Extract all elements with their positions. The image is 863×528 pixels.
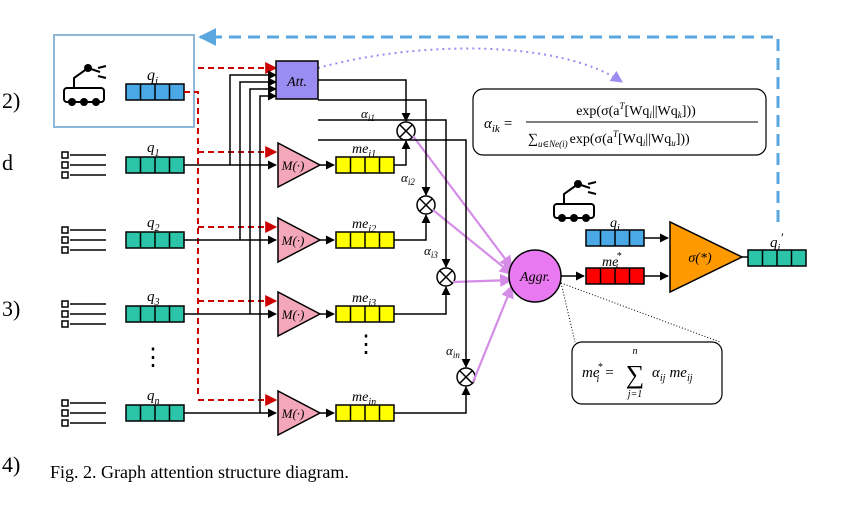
embedding-to-multiplier-line: [394, 386, 471, 414]
mapper-block: [277, 141, 322, 189]
robot-arm-icon: [63, 64, 107, 106]
neighbor-query-vector: [125, 231, 185, 249]
neighbor-query-vector: [125, 156, 185, 174]
target-query-label: qi: [147, 67, 158, 87]
embedding-to-multiplier-line: [394, 140, 411, 166]
sum-lower-limit: j=1: [626, 389, 643, 400]
feedback-dashed-line: [198, 28, 780, 222]
aggregator-label: Aggr.: [519, 270, 550, 285]
query-to-attention-line: [239, 77, 277, 240]
mapper-label: M(·): [281, 406, 305, 421]
neighbor-query-label: qn: [147, 388, 160, 407]
alpha-formula-denominator: ∑u∈Ne(i)exp(σ(aT[Wqi||Wqu])): [528, 129, 690, 149]
multiply-icon: [416, 195, 436, 215]
sum-formula-lhs: me*i=: [582, 362, 614, 385]
attention-weight-label: αi2: [401, 170, 415, 187]
neighbor-query-label: q3: [147, 289, 160, 308]
sigma-block: [669, 220, 744, 294]
rows-ellipsis-right: ⋮: [354, 332, 378, 358]
mapper-block: [277, 290, 322, 338]
query-to-attention-line: [259, 91, 277, 413]
target-query-vector: [125, 83, 185, 101]
red-dashed-trunk: [184, 91, 199, 394]
graph-node-icon: [61, 226, 106, 254]
attention-weight-line: [318, 99, 431, 196]
margin-fragment-4: 4): [2, 452, 21, 477]
margin-fragment-3: 3): [2, 296, 21, 321]
sum-formula-pointer-right: [560, 282, 721, 343]
attention-weight-line: [318, 79, 411, 122]
attention-weight-label: αi3: [424, 243, 438, 260]
embedding-label: mei1: [352, 142, 376, 160]
output-query-vector: [747, 249, 807, 267]
query-to-attention-line: [229, 70, 277, 165]
weighted-to-aggregator-arrow: [432, 209, 514, 275]
attention-label: Att.: [286, 75, 307, 90]
multiply-icon: [456, 367, 476, 387]
figure-caption: Fig. 2. Graph attention structure diagra…: [50, 462, 349, 482]
attention-weight-label: αin: [446, 343, 460, 360]
sum-symbol: ∑: [626, 360, 645, 389]
aggregated-vector: [585, 267, 645, 285]
margin-fragment-1: 2): [2, 88, 21, 113]
attention-weight-label: αi1: [361, 106, 375, 123]
mapper-label: M(·): [281, 233, 305, 248]
weighted-to-aggregator-arrow: [471, 284, 514, 383]
robot-arm-icon-right: [553, 180, 597, 222]
mapper-block: [277, 216, 322, 264]
sum-upper-limit: n: [633, 346, 638, 357]
alpha-formula-numerator: exp(σ(aT[Wqi||Wqk])): [576, 101, 696, 120]
graph-node-icon: [61, 399, 106, 427]
attention-formula-link: [317, 47, 623, 83]
weighted-to-aggregator-arrow: [412, 135, 513, 270]
sigma-label: σ(*): [688, 251, 712, 266]
multiply-icon: [436, 267, 456, 287]
attention-weight-line: [318, 139, 471, 368]
embedding-to-multiplier-line: [394, 286, 451, 315]
neighbor-query-vector: [125, 404, 185, 422]
mapper-label: M(·): [281, 158, 305, 173]
multiply-icon: [396, 121, 416, 141]
query-to-attention-line: [249, 84, 277, 314]
sum-formula-pointer-left: [560, 282, 576, 343]
mapper-block: [277, 389, 322, 437]
weighted-to-aggregator-arrow: [452, 273, 514, 287]
embedding-label: mei3: [352, 291, 376, 309]
target-frame: [53, 34, 195, 128]
alpha-formula-lhs: αik=: [484, 116, 512, 135]
attention-weight-line: [318, 119, 451, 268]
right-query-label: qi: [610, 216, 620, 234]
neighbor-query-label: q2: [147, 215, 160, 234]
embedding-vector: [335, 231, 395, 249]
sum-formula-box: [571, 341, 723, 405]
embedding-label: mein: [352, 390, 376, 408]
neighbor-query-label: q1: [147, 140, 160, 159]
rows-ellipsis-left: ⋮: [141, 345, 165, 371]
mapper-label: M(·): [281, 307, 305, 322]
neighbor-query-vector: [125, 305, 185, 323]
embedding-label: mei2: [352, 217, 376, 235]
graph-node-icon: [61, 300, 106, 328]
margin-fragment-2: d: [2, 150, 13, 175]
output-query-label: qi′: [770, 230, 783, 254]
embedding-to-multiplier-line: [394, 214, 431, 241]
embedding-vector: [335, 404, 395, 422]
right-query-vector: [585, 229, 645, 247]
graph-node-icon: [61, 151, 106, 179]
embedding-vector: [335, 305, 395, 323]
embedding-vector: [335, 156, 395, 174]
